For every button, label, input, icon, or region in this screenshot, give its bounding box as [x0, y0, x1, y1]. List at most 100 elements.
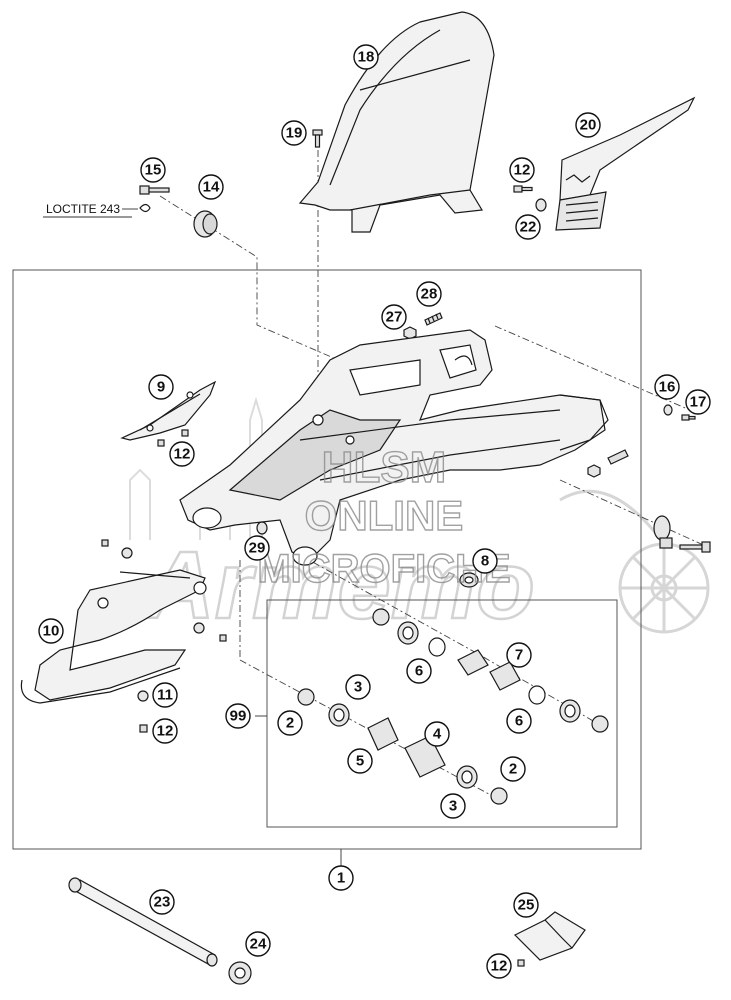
mount-screw [139, 185, 170, 195]
callout-7: 7 [506, 642, 532, 668]
chain-guard-screw [513, 185, 533, 193]
chain-slider [120, 380, 217, 441]
callout-6-right: 6 [506, 708, 532, 734]
swingarm [179, 329, 609, 566]
callout-28: 28 [416, 281, 442, 307]
svg-text:18: 18 [358, 49, 375, 66]
svg-text:15: 15 [145, 162, 162, 179]
pivot-shaft [68, 877, 218, 967]
callout-22: 22 [515, 214, 541, 240]
svg-text:5: 5 [356, 753, 364, 770]
svg-text:99: 99 [230, 708, 247, 725]
callout-12-mid: 12 [152, 718, 178, 744]
svg-text:25: 25 [518, 897, 535, 914]
svg-text:9: 9 [157, 379, 165, 396]
callout-18: 18 [353, 44, 379, 70]
svg-text:2: 2 [286, 715, 294, 732]
callout-3-bottom: 3 [440, 793, 466, 819]
callout-4: 4 [424, 721, 450, 747]
rear-mudguard [298, 11, 495, 233]
svg-text:3: 3 [354, 679, 362, 696]
svg-text:10: 10 [43, 623, 60, 640]
svg-text:6: 6 [415, 663, 423, 680]
callout-20: 20 [575, 112, 601, 138]
callout-16: 16 [654, 374, 680, 400]
svg-text:24: 24 [250, 936, 267, 953]
callout-19: 19 [281, 120, 307, 146]
lower-guard-fasteners [101, 539, 227, 733]
axle-spacer [653, 515, 673, 549]
svg-text:8: 8 [481, 553, 489, 570]
svg-text:12: 12 [157, 723, 174, 740]
brake-line-guard [513, 911, 586, 961]
leader-lines [122, 208, 342, 866]
svg-text:27: 27 [386, 309, 403, 326]
adjust-stud [424, 312, 443, 326]
callout-12-left: 12 [169, 441, 195, 467]
watermark-motorcycle-icon [559, 490, 710, 634]
callout-2-left: 2 [277, 710, 303, 736]
pivot-seal-right [459, 572, 479, 588]
callout-15: 15 [140, 157, 166, 183]
callout-6-top: 6 [406, 658, 432, 684]
svg-text:6: 6 [515, 713, 523, 730]
callout-99: 99 [225, 703, 251, 729]
svg-text:20: 20 [580, 117, 597, 134]
small-screw-right [681, 414, 696, 421]
callout-14: 14 [198, 174, 224, 200]
callout-24: 24 [245, 931, 271, 957]
svg-text:12: 12 [174, 446, 191, 463]
svg-text:12: 12 [491, 958, 508, 975]
svg-text:2: 2 [509, 761, 517, 778]
axle-bolt [679, 541, 711, 553]
callout-25: 25 [513, 892, 539, 918]
chain-adjuster-stud [587, 449, 629, 478]
callout-12-bottom: 12 [486, 953, 512, 979]
watermark-line-2: ONLINE [305, 492, 464, 539]
guard-screw [517, 959, 525, 967]
callout-8: 8 [472, 548, 498, 574]
adjust-nut [403, 326, 417, 340]
svg-text:22: 22 [520, 219, 537, 236]
svg-text:11: 11 [157, 687, 173, 704]
chain-guard-washer [535, 198, 547, 212]
chain-guard-lower [20, 569, 207, 704]
svg-text:12: 12 [514, 162, 531, 179]
svg-text:14: 14 [203, 179, 220, 196]
callout-1: 1 [328, 865, 354, 891]
slider-screw [157, 429, 189, 447]
svg-text:4: 4 [433, 726, 442, 743]
pivot-washer-left [256, 521, 268, 535]
svg-text:23: 23 [154, 894, 171, 911]
watermark-text: HLSM ONLINE MICROFICHE [257, 442, 512, 591]
svg-text:16: 16 [659, 379, 676, 396]
spacer-small [663, 404, 673, 416]
callout-2-right: 2 [500, 756, 526, 782]
loctite-drop-icon [139, 203, 151, 213]
bearing-kit-frame [266, 599, 618, 828]
callout-23: 23 [149, 889, 175, 915]
svg-text:19: 19 [286, 125, 303, 142]
svg-text:28: 28 [421, 286, 438, 303]
svg-text:17: 17 [690, 394, 707, 411]
callout-10: 10 [38, 618, 64, 644]
callout-27: 27 [381, 304, 407, 330]
callout-9: 9 [148, 374, 174, 400]
svg-text:7: 7 [515, 647, 523, 664]
callout-17: 17 [685, 389, 711, 415]
svg-text:29: 29 [249, 540, 266, 557]
pivot-nut [228, 961, 252, 985]
callout-29: 29 [244, 535, 270, 561]
callout-5: 5 [347, 748, 373, 774]
watermark-line-1: HLSM [322, 443, 447, 492]
svg-text:1: 1 [337, 870, 345, 887]
watermark-line-3: MICROFICHE [257, 547, 510, 591]
svg-text:3: 3 [449, 798, 457, 815]
chain-guard-upper [555, 96, 696, 231]
loctite-label: LOCTITE 243 [46, 202, 120, 216]
callout-12-top: 12 [509, 157, 535, 183]
rubber-bushing [193, 210, 218, 238]
callout-11: 11 [152, 682, 178, 708]
callout-3-left: 3 [345, 674, 371, 700]
